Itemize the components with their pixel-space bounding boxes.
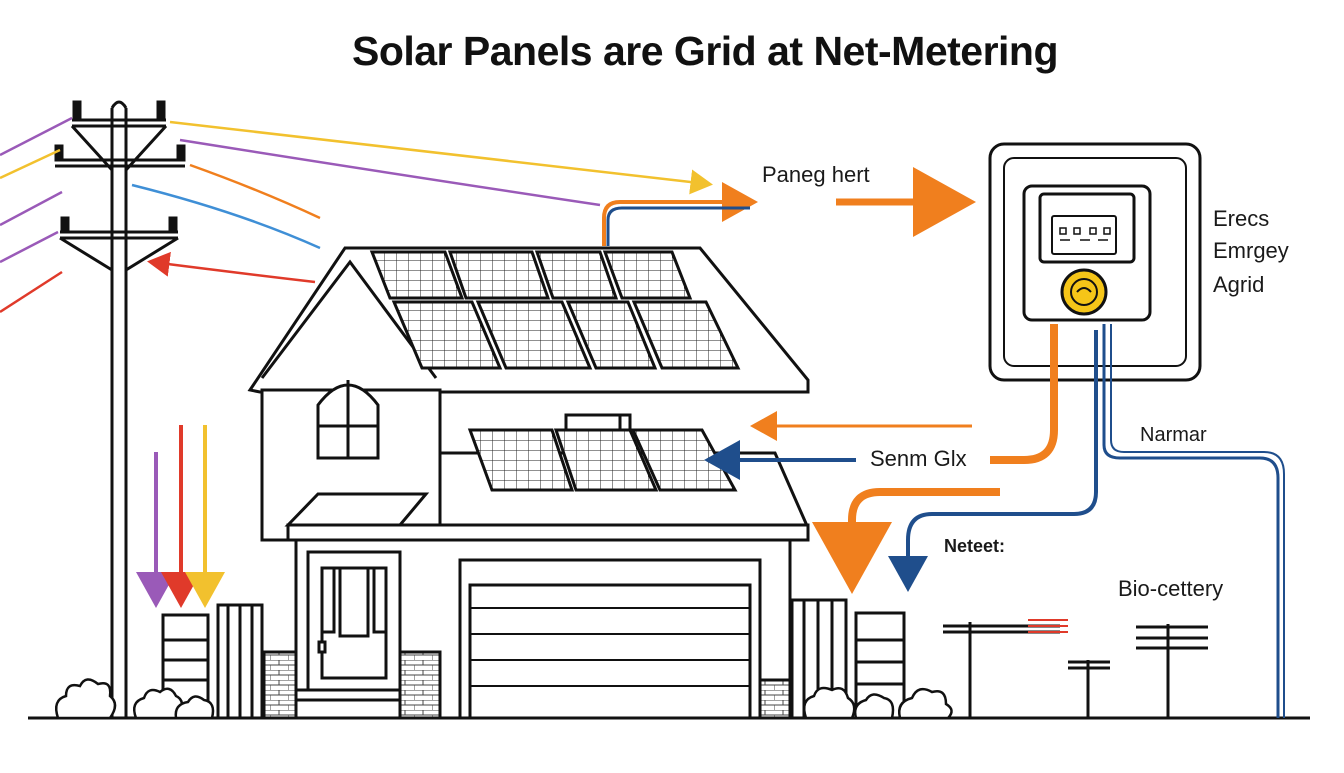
label-neteet: Neteet: (944, 536, 1006, 556)
roof-solar-panels (369, 250, 741, 370)
label-bio-cettery: Bio-cettery (1118, 576, 1224, 601)
flow-arrows (602, 167, 1285, 718)
label-agrid: Agrid (1213, 272, 1265, 297)
grid-poles (943, 619, 1208, 718)
label-emrgey: Emrgey (1213, 238, 1289, 263)
lower-solar-panels (467, 413, 738, 492)
label-paneg-hert: Paneg hert (762, 162, 870, 187)
page-title: Solar Panels are Grid at Net-Metering (351, 28, 1059, 74)
label-senm-glx: Senm Glx (870, 446, 967, 471)
electric-meter (988, 142, 1202, 382)
power-lines (0, 116, 713, 314)
bushes (55, 678, 953, 720)
label-erecs: Erecs (1213, 206, 1270, 231)
downward-arrows (136, 425, 225, 608)
label-narmar: Narmar (1140, 424, 1207, 446)
